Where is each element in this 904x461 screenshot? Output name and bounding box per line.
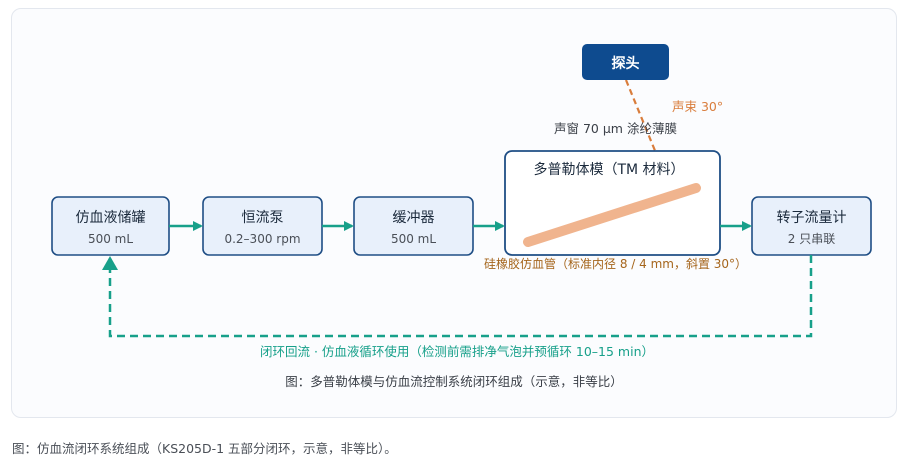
return-loop-arrowhead	[102, 256, 118, 270]
flowmeter-block[interactable]	[751, 196, 872, 256]
buffer-block[interactable]	[353, 196, 474, 256]
flowmeter-title: 转子流量计	[777, 210, 847, 226]
probe-label: 探头	[612, 55, 640, 72]
flowmeter-count: 2 只串联	[788, 232, 835, 246]
ultrasound-beam-line	[624, 79, 660, 159]
pump-range: 0.2–300 rpm	[224, 232, 300, 246]
acoustic-window-label: 声窗 70 µm 涂纶薄膜	[554, 121, 677, 136]
vessel-tube	[523, 183, 701, 247]
buffer-title: 缓冲器	[393, 210, 435, 226]
figure-caption: 图：多普勒体模与仿血流控制系统闭环组成（示意，非等比）	[285, 374, 623, 389]
reservoir-block[interactable]	[51, 196, 170, 256]
return-loop-label: 闭环回流 · 仿血液循环使用（检测前需排净气泡并预循环 10–15 min）	[260, 344, 654, 359]
beam-angle-label: 声束 30°	[672, 99, 723, 114]
reservoir-title: 仿血液储罐	[76, 210, 146, 226]
probe-box[interactable]	[582, 44, 669, 80]
return-loop-path	[108, 255, 813, 338]
outer-caption: 图：仿血流闭环系统组成（KS205D-1 五部分闭环，示意，非等比）。	[12, 441, 397, 456]
pump-title: 恒流泵	[242, 210, 284, 226]
pump-block[interactable]	[202, 196, 323, 256]
reservoir-volume: 500 mL	[88, 232, 133, 246]
vessel-tube-label: 硅橡胶仿血管（标准内径 8 / 4 mm，斜置 30°）	[484, 256, 747, 271]
buffer-volume: 500 mL	[391, 232, 436, 246]
phantom-title: 多普勒体模（TM 材料）	[533, 161, 684, 178]
